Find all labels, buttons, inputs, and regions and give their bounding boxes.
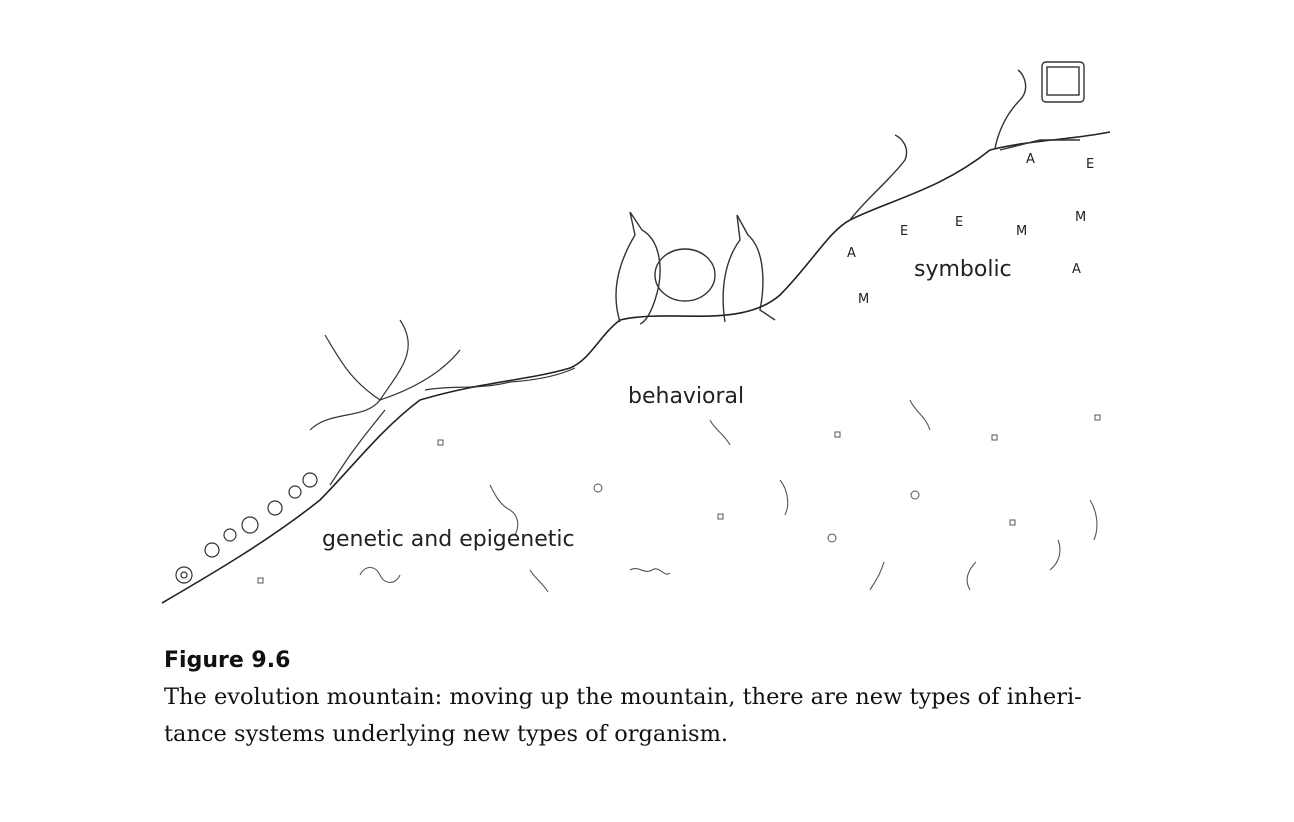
symbol-letter: E bbox=[900, 224, 909, 239]
early-organisms bbox=[175, 319, 576, 584]
symbol-letter: A bbox=[1072, 262, 1081, 277]
symbol-letter: E bbox=[1086, 157, 1095, 172]
symbol-letter: A bbox=[1026, 152, 1035, 167]
symbol-letter: A bbox=[847, 246, 856, 261]
mountain-drawing bbox=[161, 61, 1111, 604]
figure-number: Figure 9.6 bbox=[164, 648, 291, 673]
figure-caption: The evolution mountain: moving up the mo… bbox=[164, 684, 1082, 747]
symbol-letter: M bbox=[1075, 210, 1087, 225]
region-label-genetic: genetic and epigenetic bbox=[322, 527, 575, 552]
symbol-letter: M bbox=[1016, 224, 1028, 239]
symbol-letter: M bbox=[858, 292, 870, 307]
region-label-behavioral: behavioral bbox=[628, 384, 745, 409]
small-molecules bbox=[257, 414, 1101, 584]
figure-caption-block: Figure 9.6 The evolution mountain: movin… bbox=[164, 648, 1124, 753]
dna-molecules bbox=[359, 399, 1098, 593]
region-label-symbolic: symbolic bbox=[914, 257, 1012, 282]
mountain-ridge-line bbox=[161, 131, 1111, 604]
symbol-letter: E bbox=[955, 215, 964, 230]
animal-figures bbox=[615, 211, 776, 325]
evolution-mountain-illustration: genetic and epigenetic behavioral symbol… bbox=[150, 30, 1130, 630]
human-figures bbox=[849, 61, 1085, 221]
